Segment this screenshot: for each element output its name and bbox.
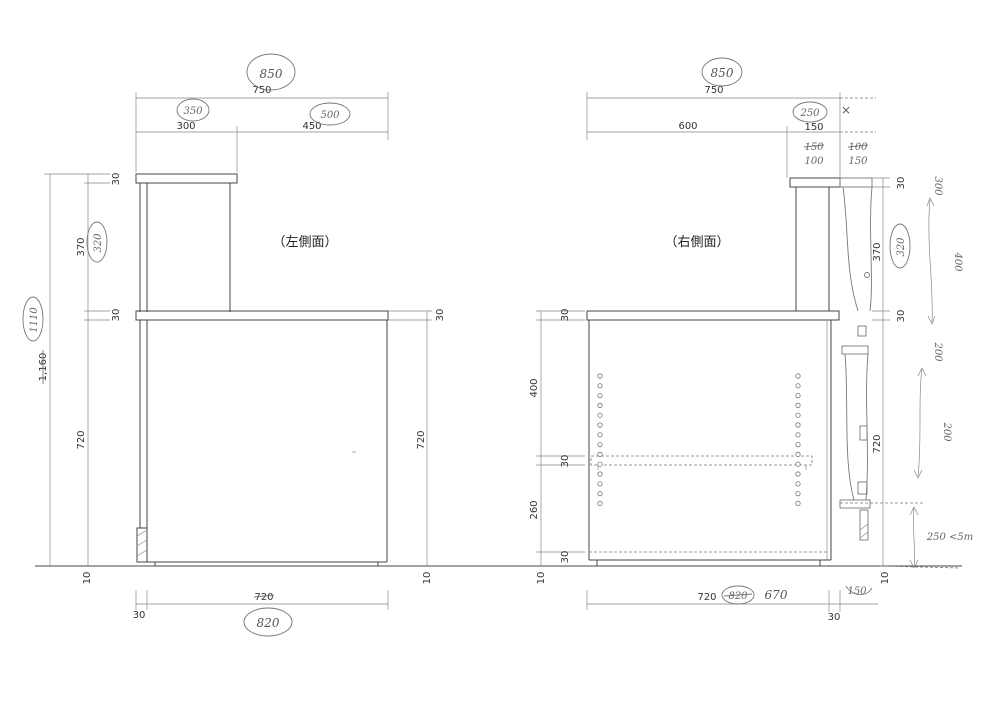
right-upper-height-revision: 320 — [896, 237, 907, 257]
left-lower-height-right: 720 — [416, 430, 427, 449]
left-top-right-revision: 500 — [320, 110, 340, 121]
shelf-pin-holes-left — [597, 373, 603, 506]
right-revision-b: 150 — [848, 156, 868, 167]
left-side-view: 750 850 300 450 350 500 （左側面） — [22, 53, 446, 637]
left-base-gap-right: 10 — [422, 572, 433, 585]
right-drawer-height: 400 — [529, 378, 540, 397]
left-overall-width: 750 — [252, 85, 271, 96]
right-hand-sketch-extension — [839, 177, 925, 541]
pencil-dim-mid-top: 200 — [932, 341, 943, 362]
right-top-right-revision: 250 — [799, 108, 820, 119]
right-top-thickness: 30 — [896, 177, 907, 190]
shelf-pin-hole — [597, 373, 603, 379]
right-mid-shelf — [590, 455, 813, 466]
shelf-pin-hole — [795, 441, 801, 448]
right-base-width-revision: 670 — [765, 588, 788, 602]
shelf-pin-hole — [597, 402, 603, 408]
shelf-pin-hole — [597, 500, 603, 506]
shelf-pin-hole — [597, 422, 603, 428]
shelf-pin-hole — [597, 461, 603, 467]
shelf-pin-hole — [597, 451, 603, 457]
right-side-view: 750 850 600 150 250 × 150 100 100 150 （右… — [529, 57, 974, 623]
right-lower-space: 260 — [529, 500, 540, 519]
right-struck-a: 150 — [804, 142, 824, 153]
left-total-height: 1,160 — [38, 353, 49, 382]
right-revision-a: 100 — [804, 156, 824, 167]
right-base-offset: 30 — [828, 612, 841, 623]
left-overall-width-revision-circle — [246, 53, 296, 91]
shelf-pin-hole — [597, 441, 603, 448]
shelf-pin-hole — [597, 412, 603, 418]
left-base-gap-left: 10 — [82, 572, 93, 585]
left-base-width: 720 — [254, 592, 273, 603]
right-shelf-thickness-right: 30 — [896, 310, 907, 323]
right-overall-width: 750 — [704, 85, 723, 96]
right-struck-b: 100 — [848, 142, 868, 153]
left-shelf-thickness: 30 — [111, 309, 122, 322]
shelf-pin-hole — [795, 392, 801, 399]
shelf-pin-hole — [597, 471, 603, 477]
pencil-dim-lower: 250 <5m — [926, 532, 974, 543]
pencil-dim-top: 300 — [932, 176, 943, 196]
left-shelf-thickness-right: 30 — [435, 309, 446, 322]
shelf-pin-holes-right — [795, 373, 801, 506]
left-view-title: （左側面） — [272, 235, 337, 250]
left-lower-height: 720 — [76, 430, 87, 449]
ground-line-extension — [879, 565, 961, 569]
right-pencil-extension-dims: 300 400 200 200 250 <5m — [909, 176, 974, 569]
shelf-pin-hole — [795, 412, 801, 418]
left-top-thickness: 30 — [111, 173, 122, 186]
shelf-pin-hole — [795, 451, 801, 457]
right-top-left-width: 600 — [678, 121, 697, 132]
right-top-board — [789, 177, 841, 188]
right-side-dim: 150 — [847, 586, 867, 597]
right-bottom-board: 30 — [560, 551, 571, 564]
shelf-pin-hole — [597, 432, 603, 438]
left-top-left-revision: 350 — [183, 106, 203, 117]
left-upper-height: 370 — [76, 237, 87, 256]
pencil-dim-upper: 400 — [952, 251, 963, 272]
shelf-pin-hole — [795, 490, 801, 497]
right-upper-height: 370 — [872, 242, 883, 261]
right-overall-width-revision: 850 — [711, 66, 734, 80]
pencil-dim-mid: 200 — [941, 421, 952, 442]
left-overall-width-revision: 850 — [260, 67, 283, 81]
right-mid-shelf-thickness: 30 — [560, 455, 571, 468]
right-cross-mark: × — [841, 103, 851, 117]
right-shelf-board — [586, 310, 840, 321]
shelf-pin-hole — [795, 471, 801, 477]
shelf-pin-hole — [795, 461, 801, 467]
shelf-pin-hole — [597, 383, 603, 389]
shelf-pin-hole — [795, 373, 801, 379]
left-top-left-width: 300 — [176, 121, 195, 132]
shelf-pin-hole — [597, 392, 603, 399]
right-top-right-width: 150 — [804, 122, 823, 133]
left-total-height-revision: 1110 — [29, 307, 40, 333]
left-shelf-board — [135, 310, 389, 321]
right-base-width: 720 — [697, 592, 716, 603]
right-base-gap-left: 10 — [536, 572, 547, 585]
shelf-pin-hole — [597, 481, 603, 487]
left-upper-height-revision: 320 — [93, 233, 104, 253]
left-base-width-revision: 820 — [257, 616, 280, 630]
left-top-right-width: 450 — [302, 121, 321, 132]
shelf-pin-hole — [795, 481, 801, 487]
right-view-title: （右側面） — [664, 235, 729, 250]
shelf-pin-hole — [597, 490, 603, 497]
shelf-pin-hole — [795, 402, 801, 408]
right-side-height: 720 — [872, 434, 883, 453]
left-top-board — [135, 173, 238, 184]
shelf-pin-hole — [795, 500, 801, 506]
right-shelf-thickness: 30 — [560, 309, 571, 322]
shelf-pin-hole — [795, 383, 801, 389]
left-front-foot — [136, 527, 148, 563]
shelf-pin-hole — [795, 422, 801, 428]
left-base-offset: 30 — [133, 610, 146, 621]
shelf-pin-hole — [795, 432, 801, 438]
right-base-gap-right: 10 — [880, 572, 891, 585]
right-base-width-struck: 820 — [728, 591, 748, 602]
